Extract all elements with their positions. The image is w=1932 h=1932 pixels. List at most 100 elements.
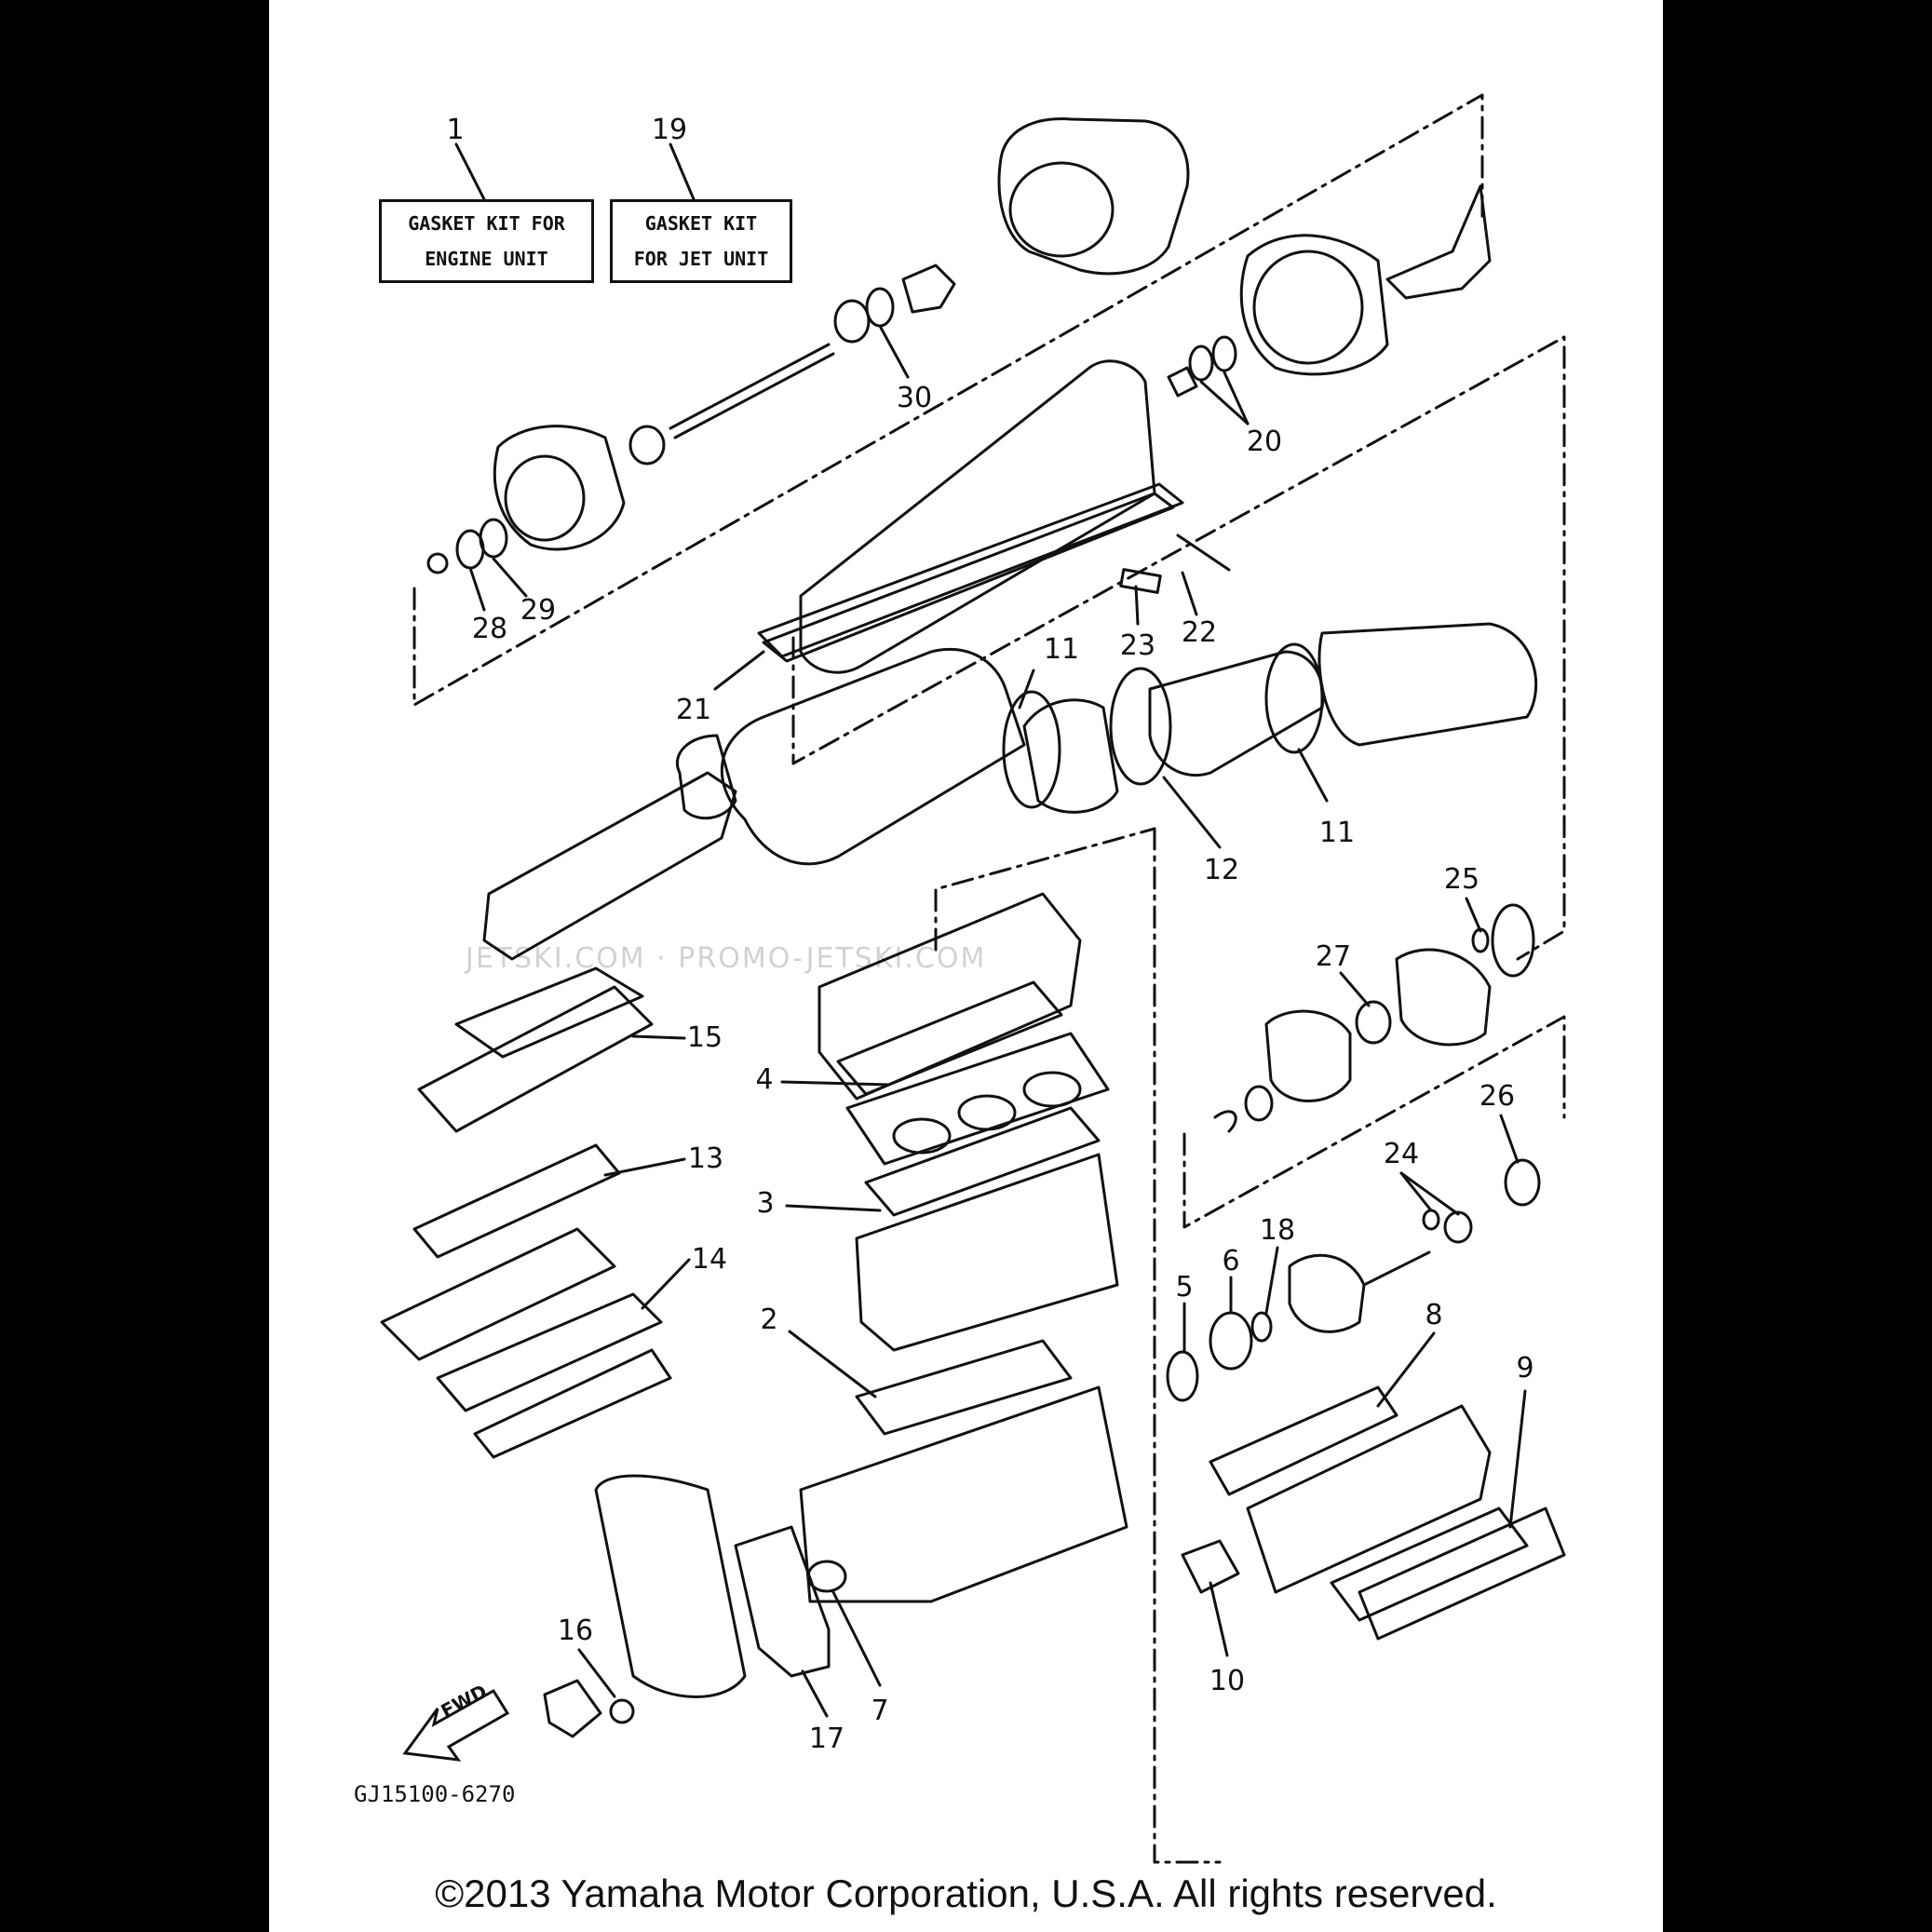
leader-14	[641, 1258, 691, 1310]
leader-4	[780, 1080, 891, 1087]
kit-number-19: 19	[651, 114, 688, 146]
leader-27	[1339, 971, 1371, 1007]
kit-engine-line2: ENGINE UNIT	[425, 248, 548, 270]
drive-shaft	[669, 343, 831, 430]
bearing-frame	[1182, 1015, 1566, 1229]
leader-22	[1181, 571, 1198, 616]
diagram-sheet	[269, 0, 1663, 1932]
leader-16	[577, 1648, 616, 1698]
gasket-kit-jet-label: GASKET KIT FOR JET UNIT	[610, 199, 792, 283]
callout-28: 28	[471, 613, 508, 645]
seals-20b	[1211, 335, 1237, 372]
kit-jet-line2: FOR JET UNIT	[633, 248, 769, 270]
leader-26	[1499, 1114, 1520, 1164]
leader-30	[878, 324, 910, 379]
gasket-14	[436, 1292, 663, 1412]
oil-pump	[543, 1679, 602, 1738]
gasket-23	[1119, 568, 1162, 594]
ring-small	[1244, 1085, 1274, 1122]
leader-24a	[1399, 1171, 1433, 1212]
cylinder-block	[855, 1153, 1119, 1352]
magneto-cover	[594, 1474, 747, 1698]
leader-29	[492, 557, 528, 598]
callout-8: 8	[1425, 1299, 1443, 1331]
oring-25	[1471, 927, 1490, 953]
jet-duct	[799, 359, 1156, 674]
callout-5: 5	[1175, 1271, 1194, 1304]
impeller-housing	[1239, 234, 1389, 376]
drive-coupler	[1288, 1253, 1366, 1333]
intake-housing	[493, 425, 626, 551]
gasket-11-right	[1264, 642, 1324, 754]
shaft-bearing	[833, 299, 871, 344]
leader-2	[788, 1330, 877, 1398]
callout-7: 7	[871, 1695, 889, 1727]
callout-25: 25	[1443, 863, 1480, 896]
kit-jet-line1: GASKET KIT	[644, 212, 758, 235]
kit-engine-line1: GASKET KIT FOR	[408, 212, 565, 235]
exhaust-mid	[1022, 698, 1119, 814]
exhaust-elbow	[720, 647, 1026, 866]
callout-12: 12	[1203, 854, 1240, 886]
gasket-15	[454, 966, 644, 1059]
leader-20a	[1199, 380, 1250, 426]
leader-20b	[1223, 371, 1250, 426]
head-bore-1	[892, 1117, 952, 1155]
gasket-21	[757, 482, 1184, 658]
seal-29b	[479, 518, 508, 559]
callout-22: 22	[1181, 616, 1218, 649]
gasket-2	[855, 1339, 1073, 1436]
small-nut	[1167, 366, 1198, 398]
cylinder-frame	[934, 827, 1156, 952]
head-cover	[817, 892, 1082, 1101]
intake-manifold	[380, 1227, 616, 1361]
water-lock	[676, 734, 737, 820]
gasket-9	[1330, 1506, 1529, 1622]
carb-plate	[417, 985, 654, 1133]
seals-20a	[1188, 345, 1214, 382]
seal-16	[609, 1698, 635, 1724]
reed-valves	[473, 1348, 672, 1459]
cylinder-head	[845, 1032, 1110, 1166]
kit19-leader	[669, 142, 696, 201]
oring-24	[1422, 1209, 1440, 1231]
callout-30: 30	[896, 382, 933, 414]
seal-6	[1209, 1311, 1253, 1371]
gasket-12	[1109, 667, 1172, 786]
kit-number-1: 1	[446, 114, 465, 146]
leader-23	[1134, 585, 1140, 626]
watermark: JETSKI.COM · PROMO-JETSKI.COM	[466, 942, 987, 975]
intake-housing-ring	[504, 454, 586, 542]
impeller-housing-ring	[1252, 250, 1364, 365]
leader-8	[1376, 1331, 1436, 1408]
leader-15	[631, 1034, 686, 1040]
callout-26: 26	[1479, 1080, 1516, 1113]
coupler-shaft	[1362, 1250, 1431, 1287]
callout-11b: 11	[1318, 817, 1356, 849]
coupler-housing	[1264, 1009, 1352, 1102]
callout-27: 27	[1315, 940, 1352, 973]
callout-16: 16	[557, 1615, 594, 1647]
leader-24b	[1399, 1171, 1460, 1216]
gasket-kit-engine-label: GASKET KIT FOR ENGINE UNIT	[379, 199, 594, 283]
callout-4: 4	[755, 1063, 774, 1096]
drive-shaft-b	[673, 352, 835, 439]
bearing-housing	[1395, 948, 1492, 1047]
gasket-4	[836, 980, 1063, 1096]
gasket-22	[1176, 534, 1231, 572]
engine-frame	[1153, 827, 1222, 1864]
callout-9: 9	[1516, 1352, 1534, 1385]
impeller-part	[1385, 184, 1492, 300]
gasket-10	[1181, 1539, 1240, 1594]
leader-11a	[1018, 669, 1035, 709]
callout-17: 17	[808, 1723, 845, 1755]
drawing-code: GJ15100-6270	[354, 1781, 516, 1807]
leader-28	[468, 566, 486, 612]
callout-21: 21	[675, 694, 712, 726]
callout-10: 10	[1209, 1665, 1246, 1697]
exhaust-manifold	[1246, 1404, 1492, 1594]
leader-13	[603, 1157, 686, 1177]
coupler-part	[901, 263, 956, 314]
callout-18: 18	[1259, 1214, 1296, 1247]
